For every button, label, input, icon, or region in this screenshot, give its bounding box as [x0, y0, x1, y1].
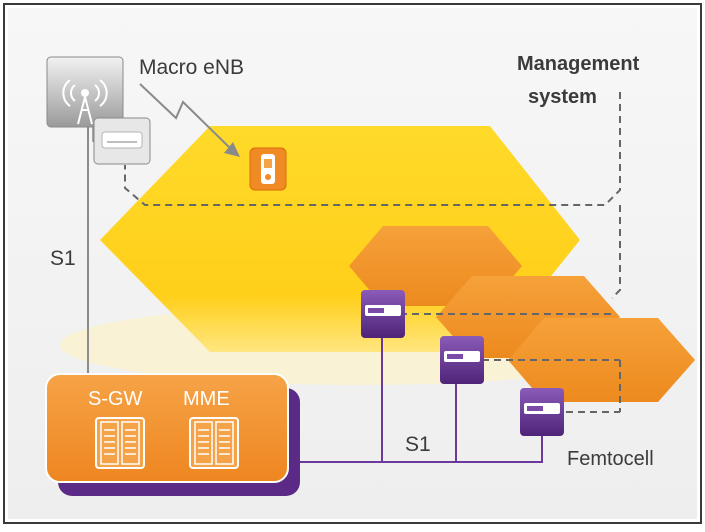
femtocell-area-3 — [508, 318, 695, 402]
s1-label-left: S1 — [50, 247, 76, 270]
mme-server-icon — [189, 417, 239, 469]
radio-link-arrow-head — [224, 142, 240, 157]
management-label-line1: Management — [517, 53, 640, 75]
femto-router-icon-2 — [440, 336, 484, 384]
management-links — [124, 92, 621, 413]
enb-router-icon — [93, 117, 151, 165]
sgw-label: S-GW — [88, 388, 143, 410]
femto-router-icon-1 — [361, 290, 405, 338]
phone-icon — [249, 147, 287, 191]
core-box — [45, 373, 289, 483]
s1-label-bottom: S1 — [405, 433, 431, 456]
mme-label: MME — [183, 388, 230, 410]
sgw-server-icon — [95, 417, 145, 469]
frame-border — [3, 3, 702, 524]
s1-links-femto — [300, 336, 543, 463]
management-label-line2: system — [528, 86, 597, 108]
macro-enb-label: Macro eNB — [139, 56, 245, 79]
femto-router-icon-3 — [520, 388, 564, 436]
femtocell-label: Femtocell — [567, 448, 654, 470]
radio-link-arrow — [139, 83, 233, 151]
macro-enb-icon — [46, 56, 124, 128]
